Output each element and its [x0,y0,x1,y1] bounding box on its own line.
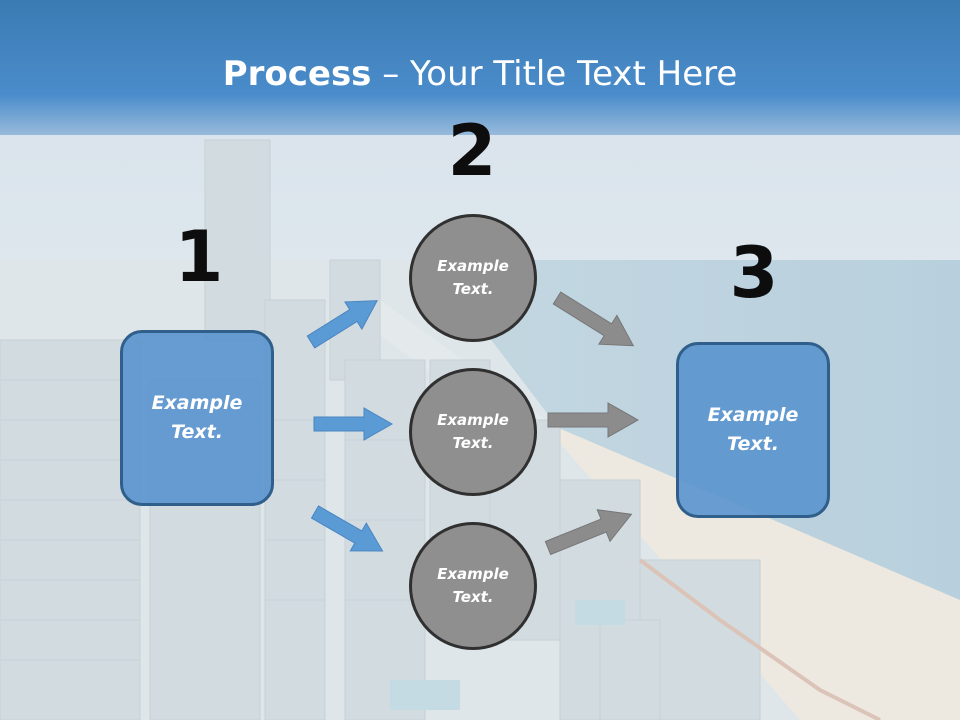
process-box-right[interactable]: Example Text. [676,342,830,518]
title-band [0,0,960,135]
process-circle-middle[interactable]: Example Text. [409,368,537,496]
process-circle-bottom-text: Example Text. [437,565,509,606]
arrow-right-icon [310,505,384,552]
step-number-1: 1 [174,216,224,298]
step-number-2: 2 [447,110,497,192]
process-circle-bottom[interactable]: Example Text. [409,522,537,650]
step-number-3: 3 [729,232,779,314]
process-circle-top[interactable]: Example Text. [409,214,537,342]
title-rest: – Your Title Text Here [371,54,738,94]
arrow-right-icon [547,402,640,438]
process-box-right-text: Example Text. [707,404,799,455]
process-circle-middle-text: Example Text. [437,411,509,452]
arrow-right-icon [313,407,394,441]
arrow-right-icon [552,291,635,347]
process-box-left[interactable]: Example Text. [120,330,274,506]
process-circle-top-text: Example Text. [437,257,509,298]
process-box-left-text: Example Text. [151,392,243,443]
arrow-right-icon [544,509,633,556]
arrow-right-icon [306,300,379,349]
title-bold: Process [222,54,372,94]
slide-title: Process – Your Title Text Here [0,52,960,96]
